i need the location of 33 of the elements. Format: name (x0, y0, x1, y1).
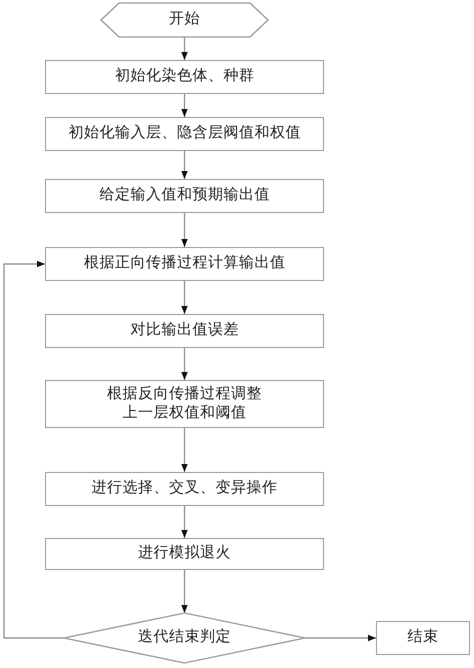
arrow (181, 348, 188, 380)
process-box (45, 117, 324, 151)
step-text: 根据反向传播过程调整上一层权值和阈值 (106, 384, 263, 423)
arrow (181, 37, 188, 60)
decision-diamond (64, 613, 305, 663)
process-box (45, 538, 324, 570)
arrow (305, 634, 376, 642)
arrow (181, 281, 188, 314)
step-text: 给定输入值和预期输出值 (99, 186, 270, 206)
process-box (45, 314, 324, 348)
arrow (181, 506, 188, 538)
process-box (45, 247, 324, 281)
arrow (181, 428, 188, 472)
process-box (45, 380, 324, 428)
step-text: 进行模拟退火 (138, 544, 231, 564)
arrow (3, 260, 64, 639)
terminal-hexagon (101, 3, 268, 37)
step-text: 结束 (408, 628, 438, 648)
step-text: 对比输出值误差 (130, 321, 239, 340)
step-text: 根据正向传播过程计算输出值 (84, 254, 286, 274)
arrow (181, 94, 188, 117)
step-text: 进行选择、交叉、变异操作 (92, 479, 278, 498)
step-text: 迭代结束判定 (138, 628, 231, 648)
arrow (181, 570, 188, 613)
process-box (45, 179, 324, 213)
process-box (45, 60, 324, 94)
step-text: 开始 (169, 10, 200, 30)
step-text: 初始化染色体、种群 (114, 67, 254, 86)
arrow (181, 151, 188, 179)
arrow (181, 213, 188, 247)
process-box (45, 472, 324, 506)
process-box (376, 621, 470, 655)
step-text: 初始化输入层、隐含层阀值和权值 (68, 124, 301, 144)
